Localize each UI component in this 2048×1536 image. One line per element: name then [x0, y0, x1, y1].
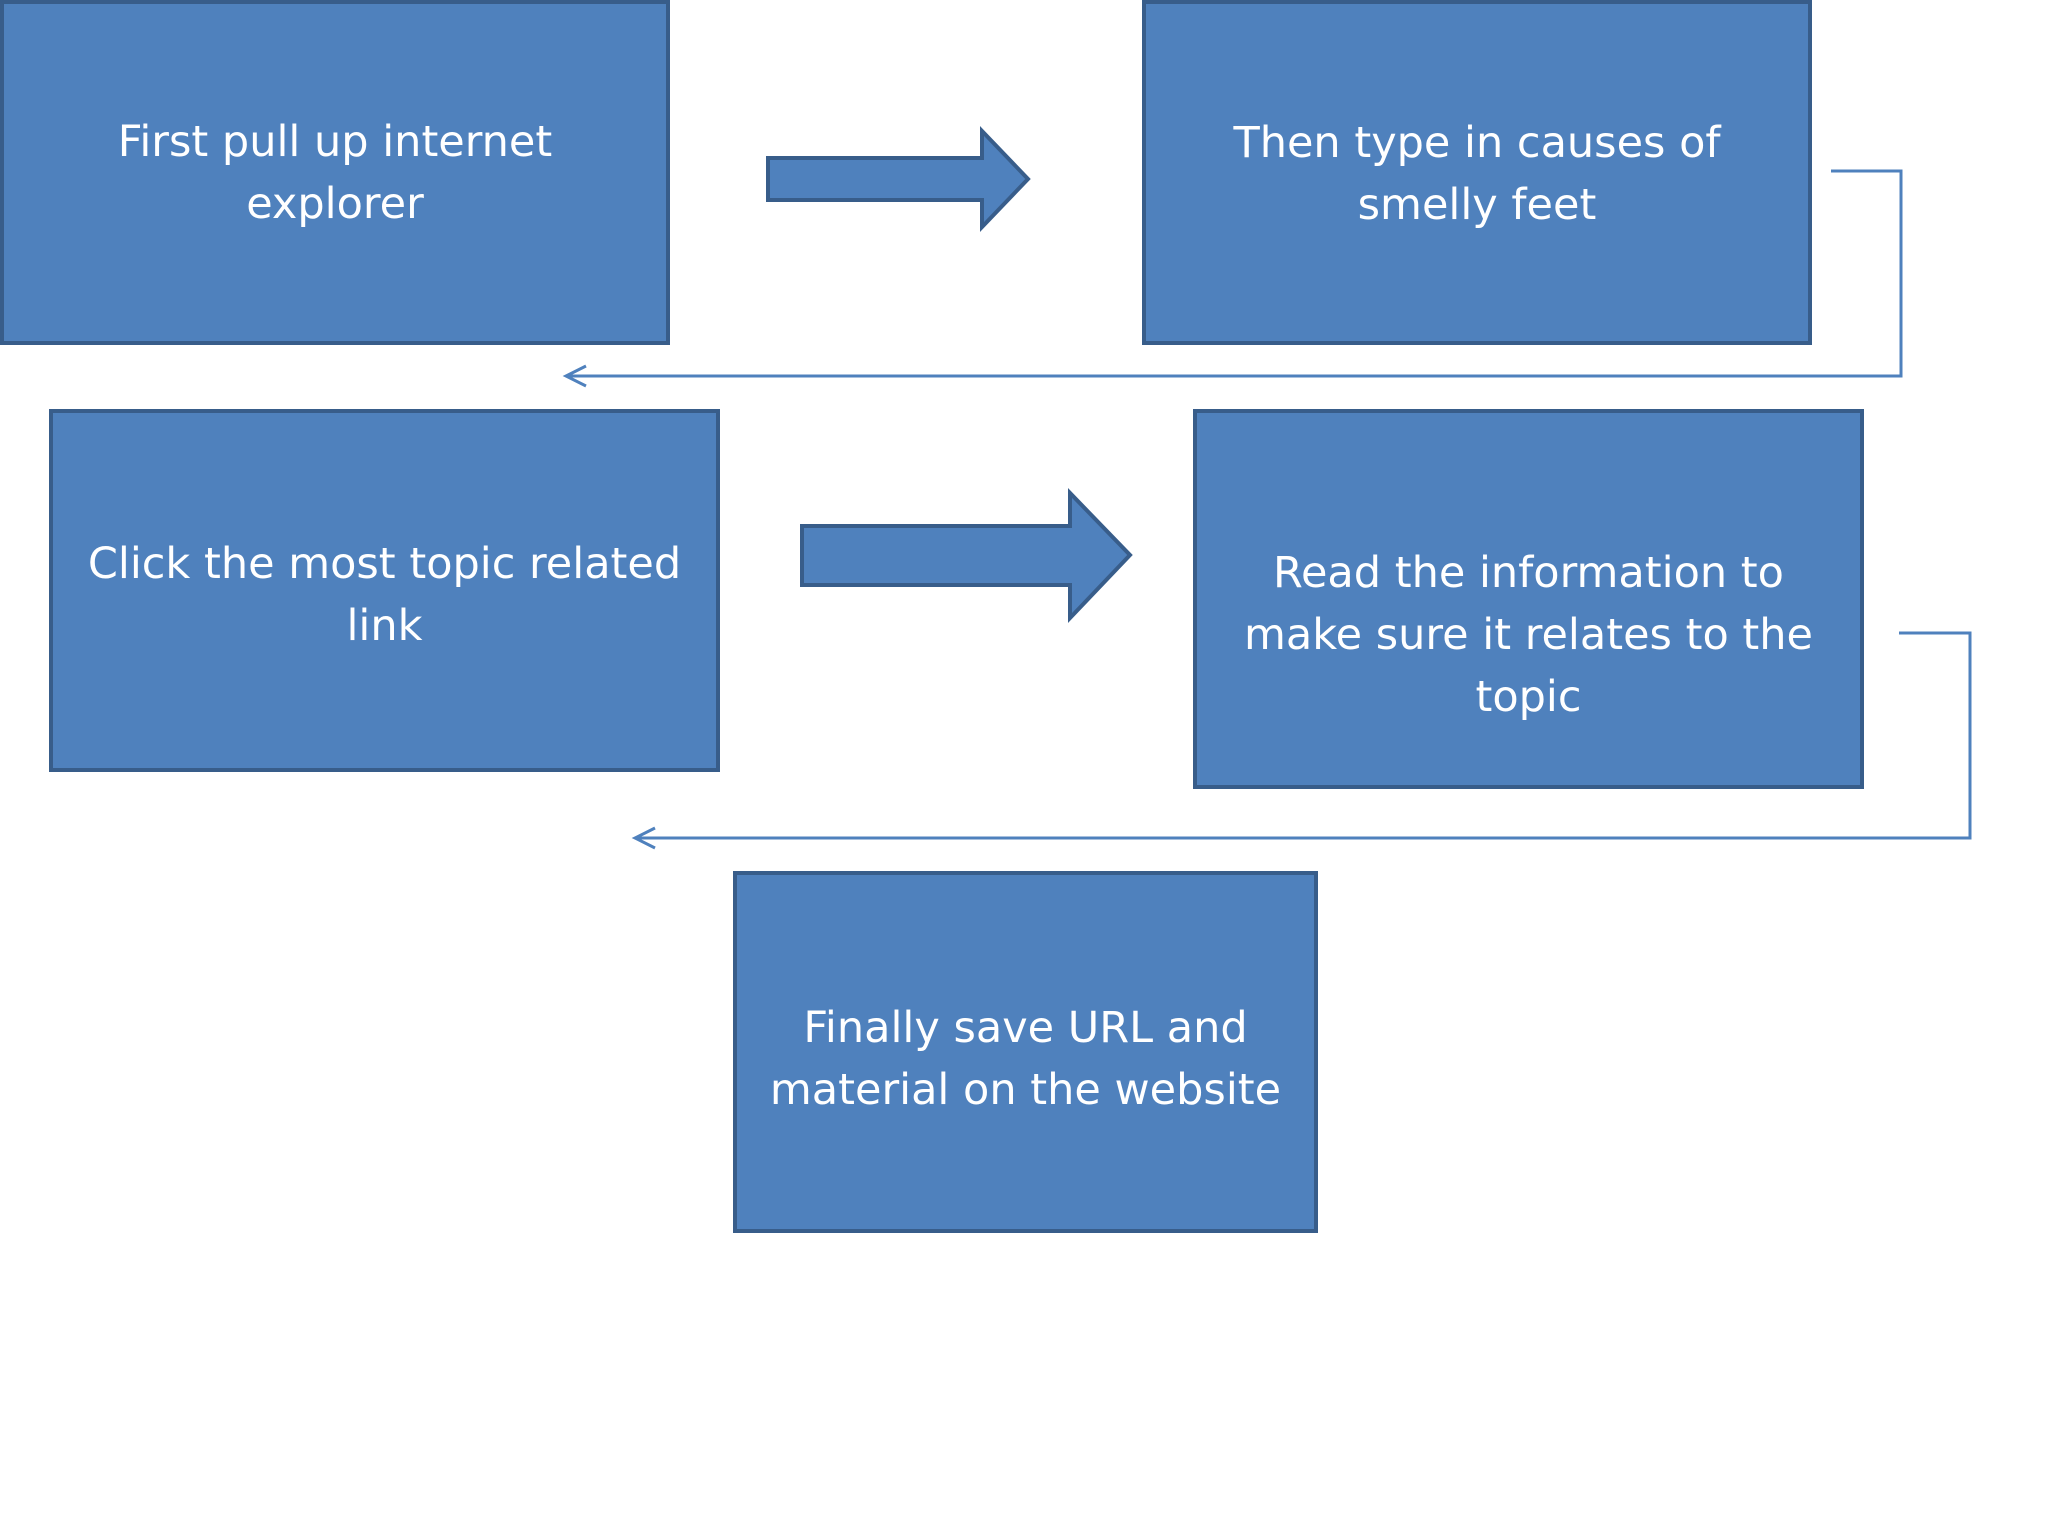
step-text-5: Finally save URL and material on the web… — [769, 1003, 1282, 1115]
step-box-4: Read the information to make sure it rel… — [1193, 409, 1864, 789]
block-arrow-1-to-2 — [766, 126, 1031, 232]
step-text-3: Click the most topic related link — [87, 539, 682, 651]
elbow-arrowhead-4-to-5 — [631, 826, 656, 850]
step-text-1: First pull up internet explorer — [117, 116, 553, 229]
step-box-3: Click the most topic related link — [49, 409, 720, 772]
step-box-1: First pull up internet explorer — [0, 0, 670, 345]
elbow-connector-2-to-3 — [566, 169, 1903, 378]
step-text-2: Then type in causes of smelly feet — [1233, 118, 1721, 230]
elbow-arrowhead-2-to-3 — [562, 364, 587, 388]
step-text-4: Read the information to make sure it rel… — [1244, 548, 1813, 722]
block-arrow-3-to-4 — [800, 488, 1133, 623]
step-box-2: Then type in causes of smelly feet — [1142, 0, 1812, 345]
step-box-5: Finally save URL and material on the web… — [733, 871, 1318, 1233]
elbow-connector-4-to-5 — [635, 631, 1972, 840]
